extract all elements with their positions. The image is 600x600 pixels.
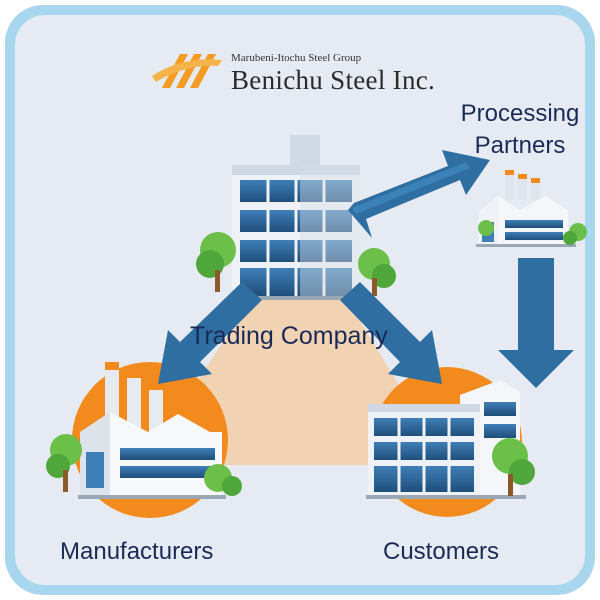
label-manufacturers: Manufacturers — [60, 538, 214, 565]
arrow-processing-customers — [498, 258, 574, 388]
trading-company-building — [196, 135, 396, 300]
mi-logo-mark — [152, 54, 222, 88]
arrow-trading-customers — [340, 282, 442, 384]
label-trading-company: Trading Company — [190, 322, 388, 350]
logo-group-name: Marubeni-Itochu Steel Group — [231, 52, 362, 64]
manufacturers-factory — [46, 362, 242, 499]
processing-partners-factory — [476, 170, 587, 247]
label-processing-line1: Processing — [460, 100, 580, 127]
arrow-trading-manufacturers — [158, 282, 262, 384]
label-processing-line2: Partners — [474, 132, 566, 159]
arrow-trading-processing — [348, 150, 490, 238]
customers-building — [366, 380, 535, 499]
label-customers: Customers — [383, 538, 500, 565]
label-processing-partners: Processing Partners — [452, 98, 588, 162]
logo-company-name: Benichu Steel Inc. — [231, 65, 436, 95]
